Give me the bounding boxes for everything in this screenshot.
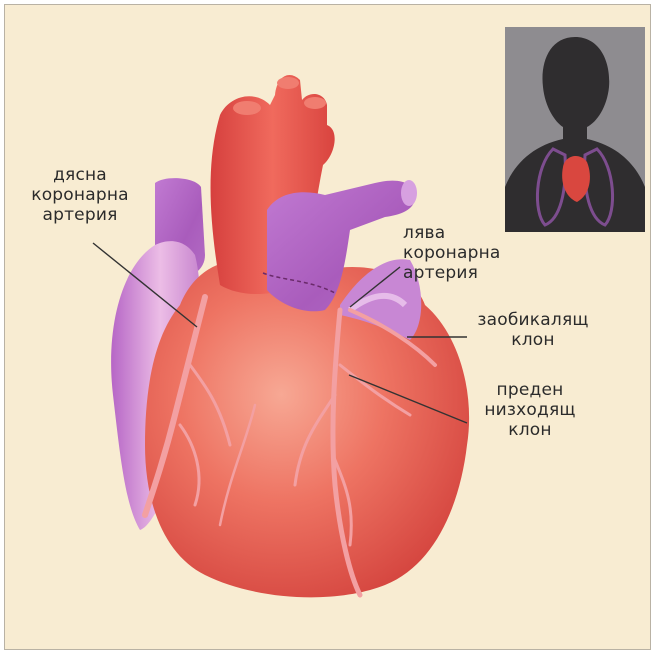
label-line: клон — [473, 330, 593, 350]
label-line: преден — [475, 380, 585, 400]
aorta-branch-top — [233, 101, 261, 115]
label-left-coronary-artery: лява коронарна артерия — [403, 223, 501, 283]
label-line: коронарна — [403, 243, 501, 263]
label-line: низходящ — [475, 400, 585, 420]
label-line: дясна — [25, 165, 135, 185]
aorta-branch-top — [277, 77, 299, 89]
aorta-branch-top — [304, 97, 326, 109]
body-silhouette-icon — [505, 27, 645, 232]
label-line: лява — [403, 223, 501, 243]
pulmonary-branch-end — [401, 180, 417, 206]
label-line: заобикалящ — [473, 310, 593, 330]
label-circumflex-branch: заобикалящ клон — [473, 310, 593, 350]
label-line: артерия — [403, 263, 501, 283]
label-line: коронарна — [25, 185, 135, 205]
label-line: клон — [475, 420, 585, 440]
locator-inset — [505, 27, 645, 232]
diagram-frame: дясна коронарна артерия лява коронарна а… — [4, 4, 651, 650]
label-line: артерия — [25, 205, 135, 225]
head-silhouette — [505, 37, 645, 232]
label-anterior-descending-branch: преден низходящ клон — [475, 380, 585, 440]
label-right-coronary-artery: дясна коронарна артерия — [25, 165, 135, 225]
